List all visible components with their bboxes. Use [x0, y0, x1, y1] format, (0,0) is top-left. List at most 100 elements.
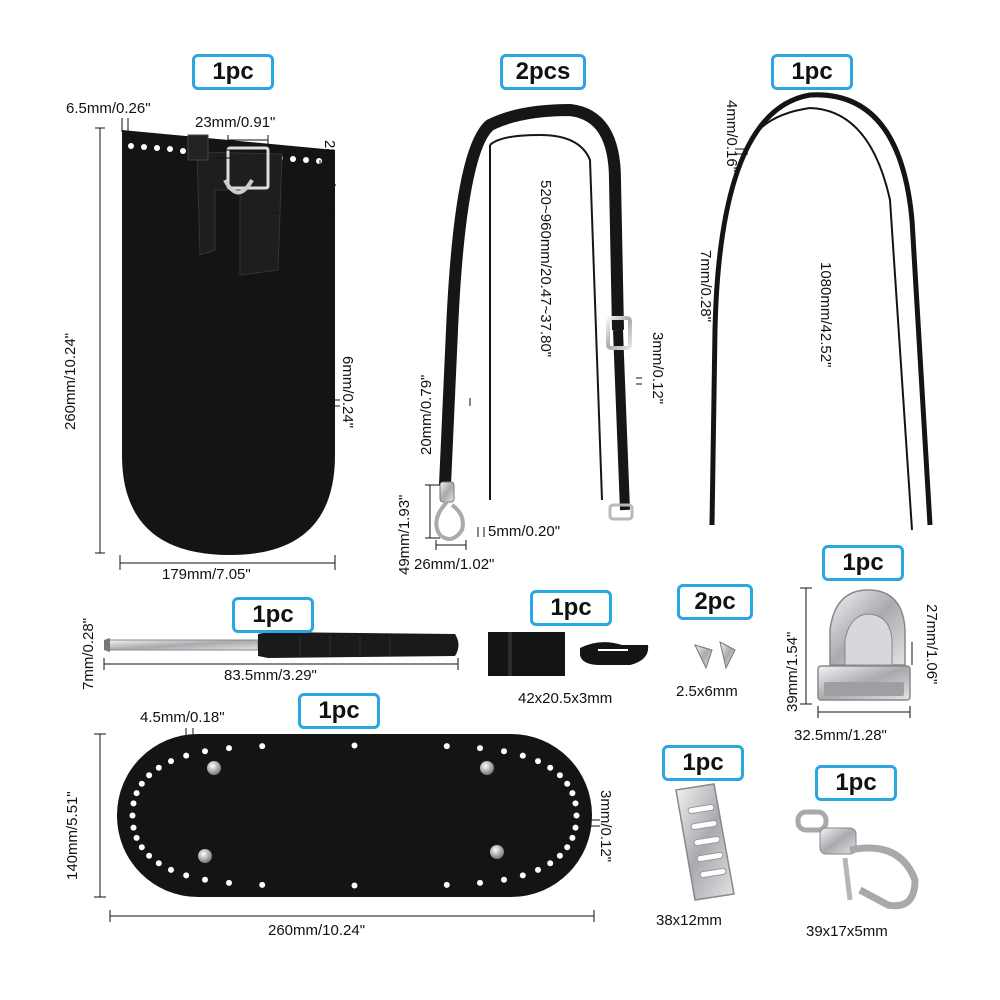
- screwdriver: [104, 632, 459, 658]
- stitch-hole: [443, 743, 450, 750]
- stitch-hole: [519, 872, 526, 879]
- clasp-thickness-label: 5mm/0.20": [488, 523, 561, 540]
- bottom-dimension-lines: [94, 728, 600, 922]
- stitch-hole: [146, 852, 153, 859]
- flap-panel: [122, 130, 335, 555]
- stitch-hole: [226, 879, 232, 886]
- clasp-qty-badge: 1pc: [815, 765, 897, 801]
- stitch-hole: [138, 780, 145, 787]
- flap-qty-badge: 1pc: [192, 54, 274, 90]
- stitch-hole: [519, 752, 526, 759]
- stitch-hole: [564, 780, 571, 787]
- stitch-hole: [168, 866, 174, 873]
- flap-width-label: 179mm/7.05": [162, 566, 251, 583]
- strap-width-label: 20mm/0.79": [418, 374, 435, 455]
- strap: [434, 104, 634, 541]
- stitch-hole: [535, 866, 541, 873]
- stitch-hole: [130, 800, 137, 807]
- flap-length-label: 260mm/10.24": [62, 332, 79, 430]
- bag-bottom: [117, 734, 592, 897]
- stitch-hole: [477, 879, 483, 886]
- flap-hole-size-label: 6.5mm/0.26": [66, 100, 151, 117]
- stitch-hole: [202, 748, 208, 755]
- stitch-hole: [572, 824, 579, 831]
- bottom-hole-size-label: 4.5mm/0.18": [140, 709, 225, 726]
- bottom-width-label: 140mm/5.51": [64, 791, 81, 880]
- stitch-hole: [535, 758, 541, 765]
- cord-width-label: 7mm/0.28": [697, 250, 714, 323]
- stitch-hole: [202, 876, 208, 883]
- cord-dimension-lines: [735, 148, 748, 155]
- stitch-hole: [572, 800, 579, 807]
- stitch-hole: [133, 834, 140, 841]
- plate-qty-badge: 1pc: [662, 745, 744, 781]
- stitch-hole: [443, 881, 450, 888]
- bottom-qty-badge: 1pc: [298, 693, 380, 729]
- stitch-hole: [569, 834, 576, 841]
- stitch-hole: [556, 772, 563, 779]
- cord-thickness-label: 4mm/0.16": [723, 100, 740, 173]
- stitch-hole: [130, 824, 137, 831]
- lock-height-label: 39mm/1.54": [784, 631, 801, 712]
- plate-size-label: 38x12mm: [656, 912, 722, 929]
- flap-tab-height-label: 28mm/1.10": [321, 140, 338, 221]
- cord-qty-badge: 1pc: [771, 54, 853, 90]
- stitch-hole: [564, 844, 571, 851]
- flap-edge-thickness-label: 6mm/0.24": [339, 356, 356, 429]
- lock-top-height-label: 27mm/1.06": [923, 604, 940, 685]
- stitch-hole: [547, 860, 554, 867]
- screwdriver-width-label: 7mm/0.28": [80, 617, 97, 690]
- strap-length-label: 520~960mm/20.47~37.80": [537, 180, 554, 358]
- loop-size-label: 42x20.5x3mm: [518, 690, 613, 707]
- flap-dimension-lines: [95, 118, 340, 570]
- flap-strap-width-label: 23mm/0.91": [195, 114, 276, 131]
- stitch-hole: [547, 764, 554, 771]
- stitch-hole: [155, 860, 162, 867]
- stitch-hole: [259, 743, 266, 750]
- clasp-size-label: 39x17x5mm: [806, 923, 888, 940]
- stitch-hole: [183, 752, 190, 759]
- stitch-hole: [146, 772, 153, 779]
- screwdriver-qty-badge: 1pc: [232, 597, 314, 633]
- stitch-hole: [138, 844, 145, 851]
- clasp-length-label: 49mm/1.93": [396, 494, 413, 575]
- lock-width-label: 32.5mm/1.28": [794, 727, 887, 744]
- stitch-hole: [351, 742, 358, 749]
- metal-plate: [675, 783, 735, 901]
- stitch-hole: [168, 758, 174, 765]
- stitch-hole: [133, 790, 140, 797]
- stitch-hole: [183, 872, 190, 879]
- strap-edge-label: 3mm/0.12": [649, 332, 666, 405]
- stitch-hole: [259, 881, 266, 888]
- stitch-hole: [556, 852, 563, 859]
- lock-dimension-lines: [800, 587, 913, 718]
- screwdriver-dimension-lines: [103, 658, 459, 670]
- clasp-width-label: 26mm/1.02": [414, 556, 495, 573]
- bottom-thickness-label: 3mm/0.12": [597, 790, 614, 863]
- bottom-length-label: 260mm/10.24": [268, 922, 366, 939]
- cord: [709, 92, 933, 531]
- stitch-hole: [155, 764, 162, 771]
- swivel-clasp: [795, 809, 919, 910]
- twist-lock: [817, 589, 911, 701]
- stitch-hole: [573, 812, 580, 819]
- stitch-hole: [129, 812, 136, 819]
- stitch-hole: [501, 748, 507, 755]
- loop-parts: [488, 632, 649, 676]
- stitch-hole: [569, 790, 576, 797]
- stitch-hole: [477, 745, 483, 752]
- strap-dimension-lines: [425, 377, 642, 550]
- screws-qty-badge: 2pc: [677, 584, 753, 620]
- stitch-hole: [501, 876, 507, 883]
- loop-qty-badge: 1pc: [530, 590, 612, 626]
- stitch-hole: [226, 745, 232, 752]
- cord-length-label: 1080mm/42.52": [817, 262, 834, 368]
- stitch-hole: [351, 882, 358, 889]
- screws: [694, 641, 736, 670]
- lock-qty-badge: 1pc: [822, 545, 904, 581]
- flap-tab-thickness-label: 4mm/0.16": [165, 152, 182, 225]
- screw-size-label: 2.5x6mm: [676, 683, 738, 700]
- strap-qty-badge: 2pcs: [500, 54, 586, 90]
